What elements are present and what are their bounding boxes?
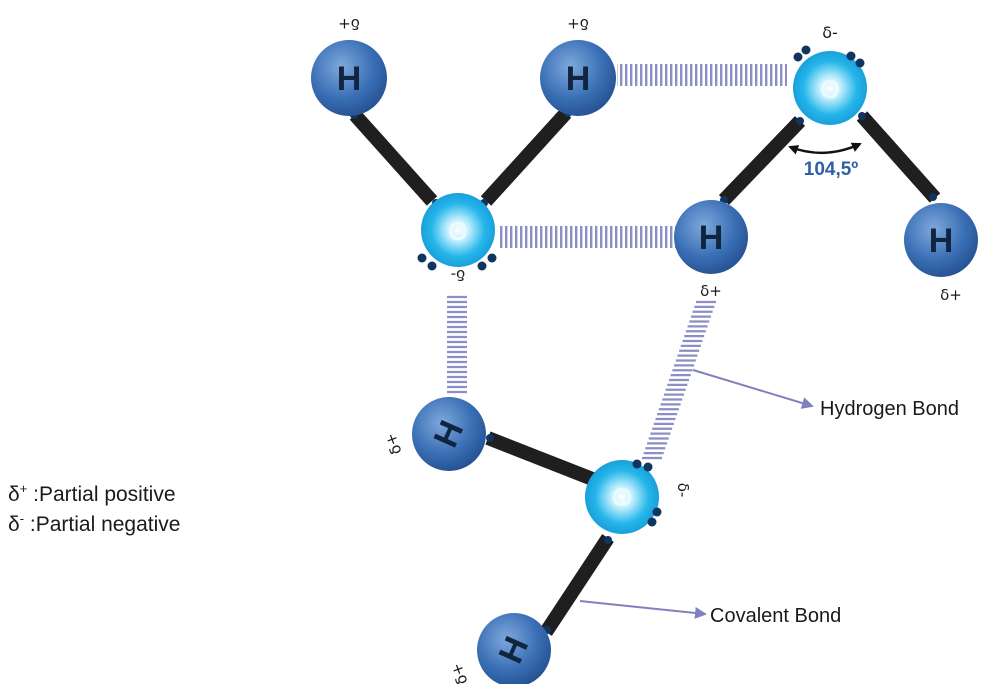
covalent-bond [485,431,598,487]
legend-partial-positive: δ+ :Partial positive [8,481,176,507]
hydrogen-bond-vertical-left [447,295,467,394]
hydrogen-symbol: H [929,222,954,260]
covalent-bond [480,108,572,206]
oxygen-symbol: O [820,74,840,104]
hydrogen-symbol: H [337,60,362,98]
partial-positive-charge: δ+ [447,660,471,684]
superscript-minus: - [19,511,25,526]
oxygen-symbol: O [448,216,468,246]
bond-angle-arc [788,142,862,155]
covalent-bond-label: Covalent Bond [710,605,841,627]
superscript-plus: + [19,481,28,496]
legend-partial-negative: δ- :Partial negative [8,511,180,537]
partial-positive-charge: δ+ [381,430,405,457]
partial-negative-charge: δ- [822,23,838,42]
partial-negative-charge: δ- [451,266,466,284]
hydrogen-bond-top [617,64,787,86]
oxygen-symbol: O [607,487,637,507]
atom-h-3: H [674,200,748,274]
atom-h-5: H [412,397,486,471]
atom-h-4: H [904,203,978,277]
hydrogen-symbol: H [699,219,724,257]
atom-h-1: H [311,40,387,116]
lone-pair-electrons [417,45,865,527]
atom-h-2: H [540,40,616,116]
hydrogen-symbol: H [566,60,591,98]
atom-h-6: H [477,613,551,684]
hydrogen-bond-group [447,64,787,460]
hydrogen-bond-middle [500,226,676,248]
atom-o-3: O [585,460,659,534]
covalent-bond-group [349,108,941,636]
atom-o-2: O [421,193,495,267]
covalent-bond [718,116,806,205]
bond-angle-label: 104,5º [804,159,859,180]
partial-positive-charge: δ+ [567,15,589,33]
partial-negative-charge: δ- [674,483,692,498]
partial-positive-charge: δ+ [338,15,360,33]
covalent-bond [856,111,941,203]
legend-positive-text: :Partial positive [27,483,176,506]
partial-positive-charge: δ+ [700,282,722,300]
atom-o-1: O [793,51,867,125]
covalent-bond [540,534,614,636]
covalent-bond [349,110,438,206]
hydrogen-bond-pointer-arrow [692,369,814,409]
delta-symbol: δ [8,483,20,506]
covalent-bond-pointer-arrow [579,600,707,619]
hydrogen-bond-label: Hydrogen Bond [820,398,959,420]
delta-symbol: δ [8,513,20,536]
legend-negative-text: :Partial negative [24,513,181,536]
partial-positive-charge: δ+ [940,286,962,304]
bond-end-dots [350,109,937,634]
